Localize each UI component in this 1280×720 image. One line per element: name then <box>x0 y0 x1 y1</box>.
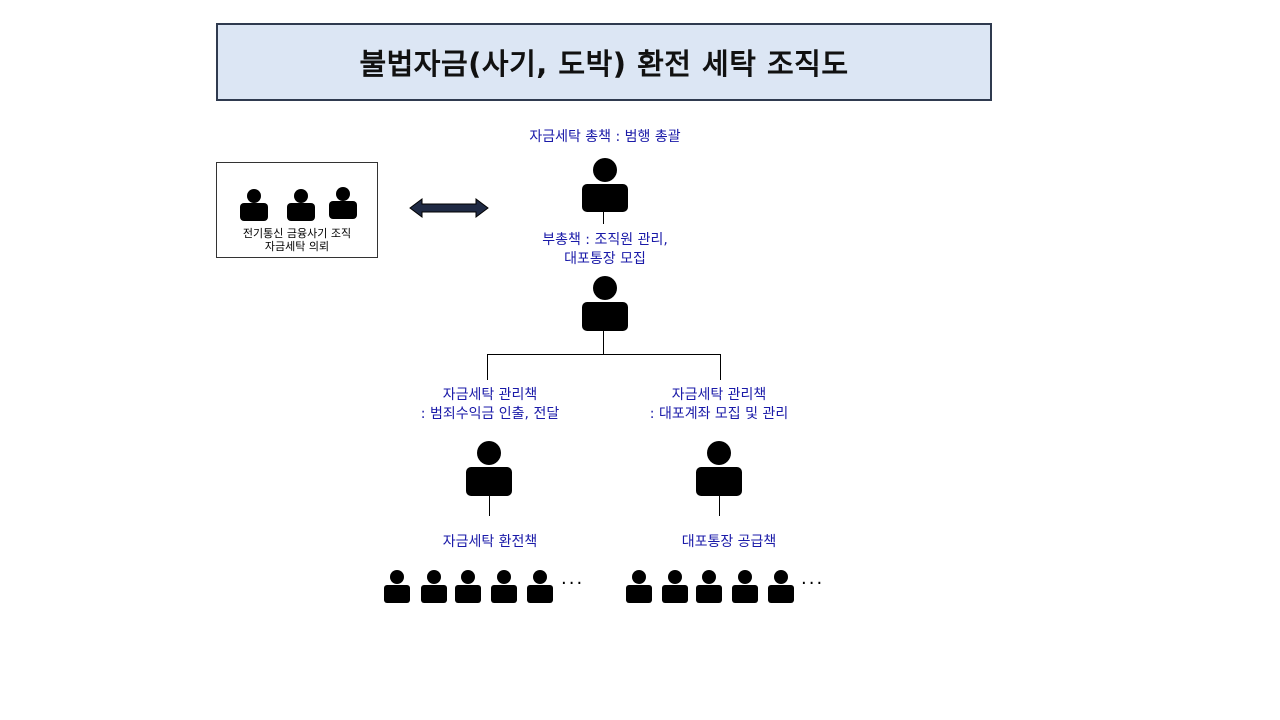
connector-line <box>487 354 488 380</box>
person-icon <box>491 570 517 603</box>
person-icon <box>384 570 410 603</box>
client-organization-box: 전기통신 금융사기 조직 자금세탁 의뢰 <box>216 162 378 258</box>
person-icon <box>626 570 652 603</box>
double-arrow-icon <box>409 198 489 218</box>
person-icon <box>696 570 722 603</box>
team-left-ellipsis: ··· <box>561 573 585 594</box>
person-icon <box>582 276 628 331</box>
boss-label: 자금세탁 총책 : 범행 총괄 <box>529 129 681 145</box>
manager-right-label-line1: 자금세탁 관리책 <box>671 387 767 403</box>
team-right-label: 대포통장 공급책 <box>681 534 777 550</box>
connector-line <box>720 354 721 380</box>
person-icon <box>421 570 447 603</box>
diagram-title-box: 불법자금(사기, 도박) 환전 세탁 조직도 <box>216 23 992 101</box>
person-icon <box>329 187 357 219</box>
connector-line <box>603 212 604 224</box>
person-icon <box>466 441 512 496</box>
deputy-label-line1: 부총책 : 조직원 관리, <box>542 232 668 248</box>
client-label-line2: 자금세탁 의뢰 <box>264 240 330 253</box>
connector-line <box>719 496 720 516</box>
connector-line <box>489 496 490 516</box>
diagram-title: 불법자금(사기, 도박) 환전 세탁 조직도 <box>359 47 849 81</box>
manager-left-label-line1: 자금세탁 관리책 <box>442 387 538 403</box>
team-right-ellipsis: ··· <box>801 573 825 594</box>
person-icon <box>455 570 481 603</box>
manager-left-label-line2: : 범죄수익금 인출, 전달 <box>420 406 560 422</box>
manager-right-label-line2: : 대포계좌 모집 및 관리 <box>649 406 789 422</box>
person-icon <box>768 570 794 603</box>
person-icon <box>582 158 628 212</box>
person-icon <box>732 570 758 603</box>
connector-line <box>603 331 604 355</box>
person-icon <box>287 189 315 221</box>
team-left-label: 자금세탁 환전책 <box>442 534 538 550</box>
person-icon <box>240 189 268 221</box>
person-icon <box>696 441 742 496</box>
branch-line <box>487 354 721 355</box>
deputy-label-line2: 대포통장 모집 <box>564 251 646 267</box>
client-label-line1: 전기통신 금융사기 조직 <box>242 227 352 240</box>
person-icon <box>662 570 688 603</box>
person-icon <box>527 570 553 603</box>
